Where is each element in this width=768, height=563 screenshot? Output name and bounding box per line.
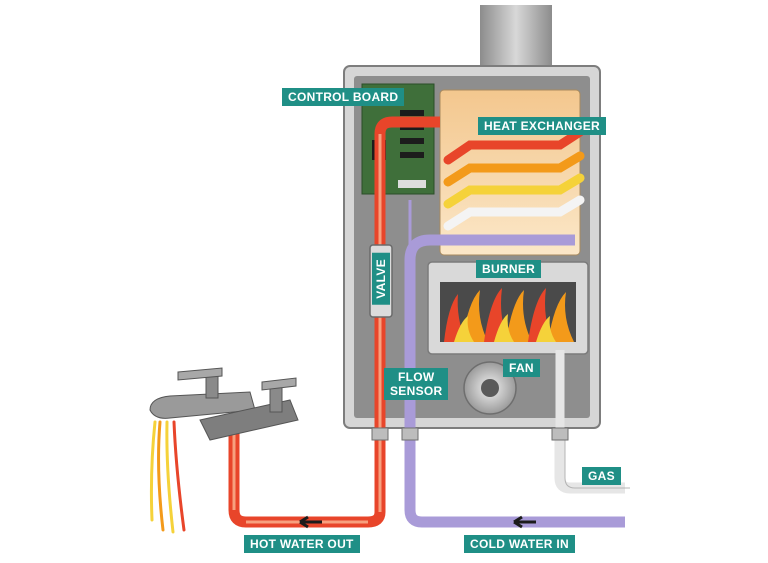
pipe-fittings	[371, 427, 569, 441]
label-burner: BURNER	[476, 260, 542, 278]
faucet	[149, 367, 299, 441]
label-flow-sensor-line2: SENSOR	[390, 384, 443, 398]
heat-exchanger-coil-red	[443, 127, 585, 165]
label-flow-sensor-line1: FLOW	[397, 370, 435, 384]
heat-exchanger-coil-orange	[443, 151, 585, 187]
heat-exchanger-coil-yellow	[443, 173, 585, 209]
label-fan: FAN	[503, 359, 540, 377]
label-hot-water-out: HOT WATER OUT	[244, 535, 360, 553]
hot-water-stream	[149, 420, 186, 534]
label-gas: GAS	[582, 467, 621, 485]
burner-flames	[444, 288, 574, 342]
label-cold-water-in: COLD WATER IN	[464, 535, 576, 553]
gas-pipe-outline	[564, 440, 630, 489]
fan-hub	[481, 379, 499, 397]
gas-pipe	[554, 440, 625, 494]
hot-flow-arrow	[299, 515, 322, 529]
hot-water-pipe	[228, 116, 440, 528]
heat-exchanger-coil-white	[443, 195, 585, 231]
label-valve: VALVE	[372, 253, 390, 305]
label-flow-sensor: FLOW SENSOR	[384, 368, 449, 400]
label-control-board: CONTROL BOARD	[282, 88, 405, 106]
cold-flow-arrow	[513, 515, 536, 529]
label-heat-exchanger: HEAT EXCHANGER	[478, 117, 606, 135]
